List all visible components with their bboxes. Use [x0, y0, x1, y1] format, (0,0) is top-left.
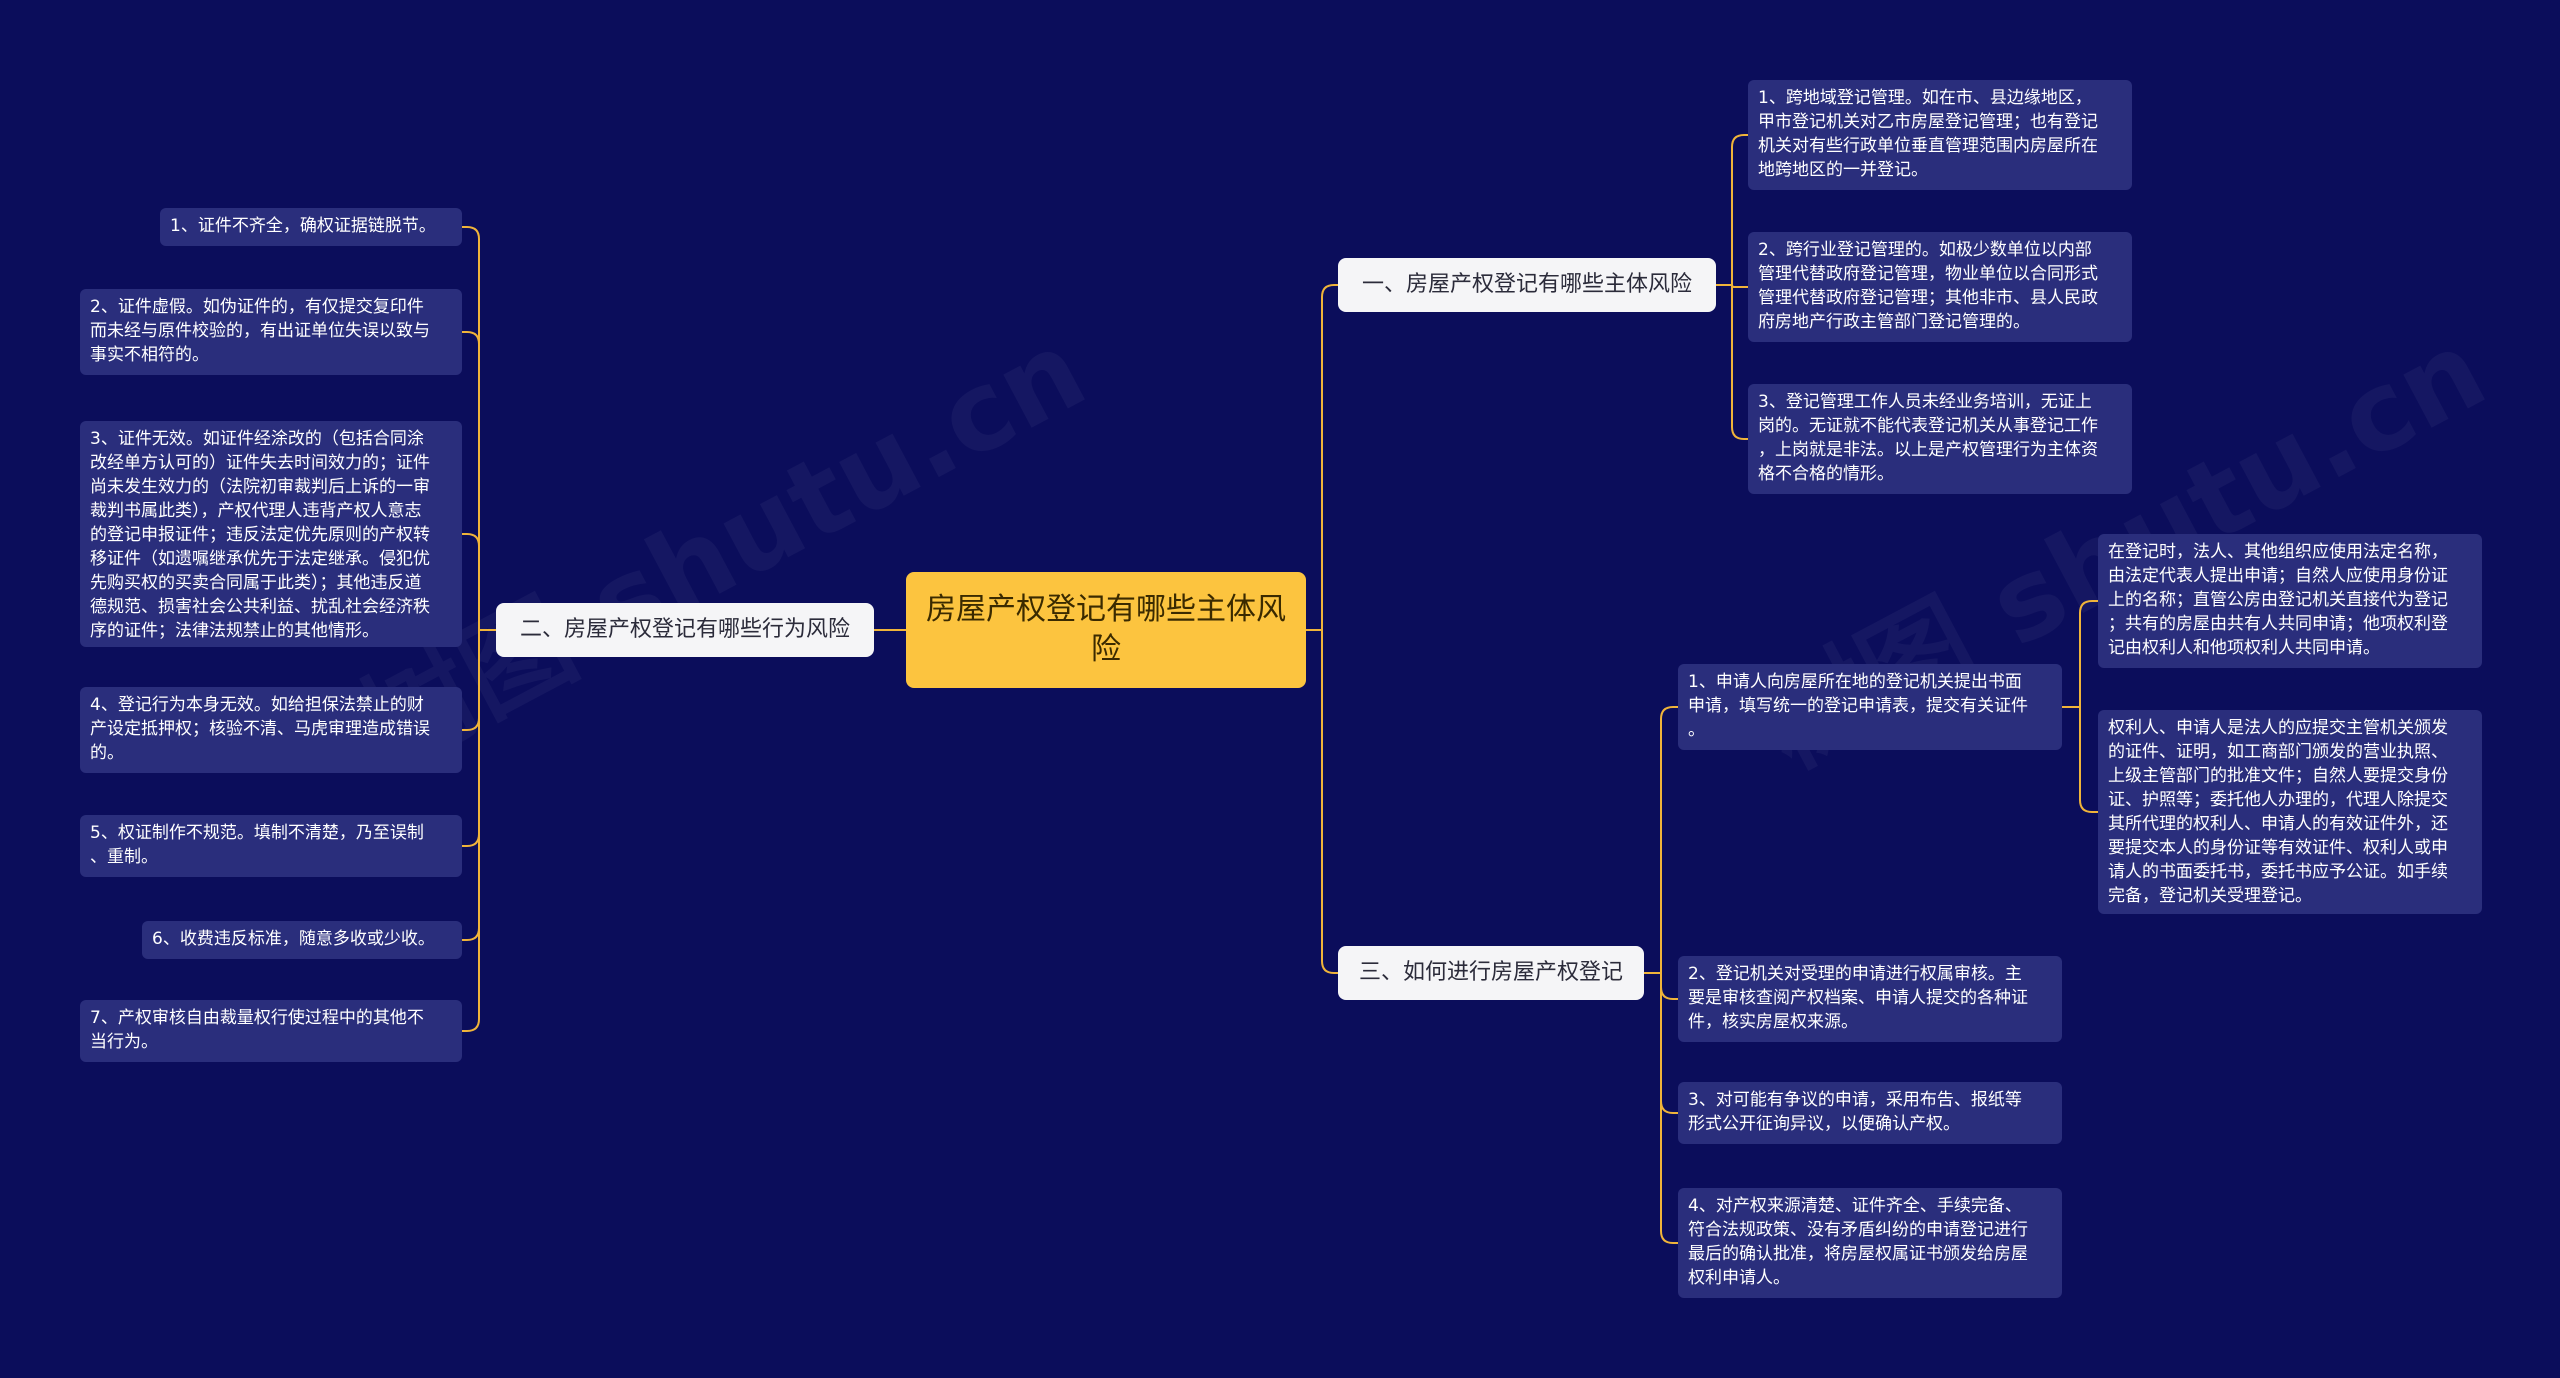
link-b3-3: [1644, 972, 1678, 1244]
b2-item-incomplete-docs[interactable]: 1、证件不齐全，确权证据链脱节。: [160, 208, 462, 246]
b2-item-invalid-docs[interactable]: 3、证件无效。如证件经涂改的（包括合同涂 改经单方认可的）证件失去时间效力的；证…: [80, 421, 462, 647]
b3-sub-required-documents[interactable]: 权利人、申请人是法人的应提交主管机关颁发 的证件、证明，如工商部门颁发的营业执照…: [2098, 710, 2482, 914]
b1-item-cross-region[interactable]: 1、跨地域登记管理。如在市、县边缘地区， 甲市登记机关对乙市房屋登记管理；也有登…: [1748, 80, 2132, 190]
link-b2-2: [462, 533, 496, 631]
b2-item-fake-docs[interactable]: 2、证件虚假。如伪证件的，有仅提交复印件 而未经与原件校验的，有出证单位失误以致…: [80, 289, 462, 375]
b1-item-cross-industry[interactable]: 2、跨行业登记管理的。如极少数单位以内部 管理代替政府登记管理，物业单位以合同形…: [1748, 232, 2132, 342]
b3-item-application[interactable]: 1、申请人向房屋所在地的登记机关提出书面 申请，填写统一的登记申请表，提交有关证…: [1678, 664, 2062, 750]
link-b2-1: [462, 331, 496, 631]
b2-item-fee-violation[interactable]: 6、收费违反标准，随意多收或少收。: [142, 921, 462, 959]
b3-item-final-approval[interactable]: 4、对产权来源清楚、证件齐全、手续完备、 符合法规政策、没有矛盾纠纷的申请登记进…: [1678, 1188, 2062, 1298]
link-b3-0: [1644, 706, 1678, 974]
b2-item-invalid-registration[interactable]: 4、登记行为本身无效。如给担保法禁止的财 产设定抵押权；核验不清、马虎审理造成错…: [80, 687, 462, 773]
link-b2-6: [462, 629, 496, 1032]
b3-item-ownership-review[interactable]: 2、登记机关对受理的申请进行权属审核。主 要是审核查阅产权档案、申请人提交的各种…: [1678, 956, 2062, 1042]
b1-item-untrained-staff[interactable]: 3、登记管理工作人员未经业务培训，无证上 岗的。无证就不能代表登记机关从事登记工…: [1748, 384, 2132, 494]
link-b1-2: [1716, 284, 1748, 440]
b2-item-nonstandard-certificate[interactable]: 5、权证制作不规范。填制不清楚，乃至误制 、重制。: [80, 815, 462, 877]
b2-item-discretion-misuse[interactable]: 7、产权审核自由裁量权行使过程中的其他不 当行为。: [80, 1000, 462, 1062]
link-root-right-1: [1306, 629, 1338, 974]
b3-item-public-notice[interactable]: 3、对可能有争议的申请，采用布告、报纸等 形式公开征询异议，以便确认产权。: [1678, 1082, 2062, 1144]
b3-sub-application-names[interactable]: 在登记时，法人、其他组织应使用法定名称， 由法定代表人提出申请；自然人应使用身份…: [2098, 534, 2482, 668]
root-topic[interactable]: 房屋产权登记有哪些主体风险: [906, 572, 1306, 688]
link-root-right-0: [1306, 284, 1338, 631]
branch-subject-risk[interactable]: 一、房屋产权登记有哪些主体风险: [1338, 258, 1716, 312]
link-b3-sub-1: [2062, 706, 2098, 813]
branch-behavior-risk[interactable]: 二、房屋产权登记有哪些行为风险: [496, 603, 874, 657]
link-b2-0: [462, 226, 496, 631]
link-b1-0: [1716, 134, 1748, 286]
link-b3-sub-0: [2062, 600, 2098, 708]
branch-how-to-register[interactable]: 三、如何进行房屋产权登记: [1338, 946, 1644, 1000]
